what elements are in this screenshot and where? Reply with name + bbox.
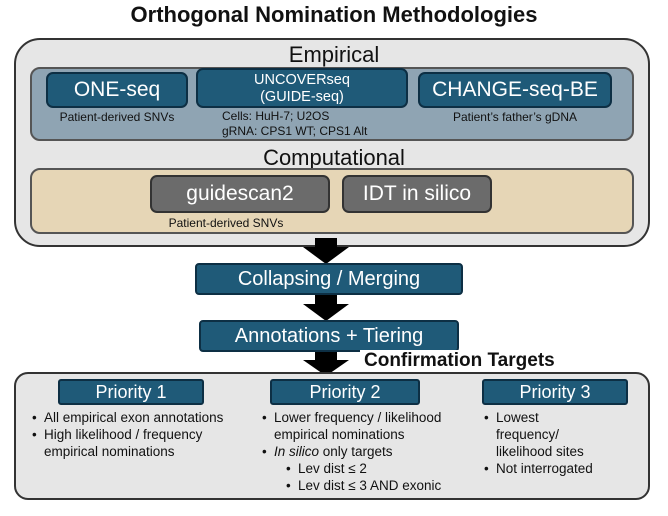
guidescan2-box: guidescan2 <box>150 175 330 213</box>
one-seq-caption: Patient-derived SNVs <box>59 110 175 124</box>
annotations-tiering-box: Annotations + Tiering <box>199 320 459 352</box>
priority-3-box: Priority 3 <box>482 379 628 405</box>
confirmation-targets-title: Confirmation Targets <box>360 350 559 372</box>
diagram-title: Orthogonal Nomination Methodologies <box>130 2 538 27</box>
uncoverseq-cells-caption: Cells: HuH-7; U2OS <box>222 109 330 123</box>
list-item: In silico only targets <box>262 443 482 460</box>
priority-3-label: Priority 3 <box>519 382 591 402</box>
empirical-label: Empirical <box>288 42 380 67</box>
idt-in-silico-label: IDT in silico <box>362 182 472 205</box>
priority-1-list: All empirical exon annotations High like… <box>32 409 262 460</box>
one-seq-label: ONE-seq <box>73 78 161 101</box>
computational-label: Computational <box>263 145 405 170</box>
annotations-tiering-label: Annotations + Tiering <box>234 325 424 347</box>
priority-1-label: Priority 1 <box>95 382 167 402</box>
collapsing-merging-box: Collapsing / Merging <box>195 263 463 295</box>
list-item: Lev dist ≤ 3 AND exonic <box>262 477 482 494</box>
collapsing-merging-label: Collapsing / Merging <box>237 268 421 290</box>
list-item: All empirical exon annotations <box>32 409 262 426</box>
priority-2-label: Priority 2 <box>309 382 381 402</box>
change-seq-be-caption: Patient’s father’s gDNA <box>452 110 578 124</box>
uncoverseq-grna-caption: gRNA: CPS1 WT; CPS1 Alt <box>222 124 368 138</box>
down-arrow-icon <box>303 238 349 264</box>
change-seq-be-label: CHANGE-seq-BE <box>432 78 598 101</box>
priority-1-box: Priority 1 <box>58 379 204 405</box>
uncoverseq-label: UNCOVERseq <box>254 72 350 88</box>
down-arrow-icon <box>303 352 349 376</box>
down-arrow-icon <box>303 295 349 321</box>
computational-panel <box>30 168 634 234</box>
list-item: Lev dist ≤ 2 <box>262 460 482 477</box>
guidescan2-caption: Patient-derived SNVs <box>168 216 284 230</box>
guide-seq-label: (GUIDE-seq) <box>260 89 344 105</box>
list-item: Not interrogated <box>484 460 634 477</box>
uncoverseq-box: UNCOVERseq (GUIDE-seq) <box>196 68 408 108</box>
idt-in-silico-box: IDT in silico <box>342 175 492 213</box>
priority-2-box: Priority 2 <box>270 379 420 405</box>
one-seq-box: ONE-seq <box>46 72 188 108</box>
change-seq-be-box: CHANGE-seq-BE <box>418 72 612 108</box>
guidescan2-label: guidescan2 <box>186 182 294 205</box>
